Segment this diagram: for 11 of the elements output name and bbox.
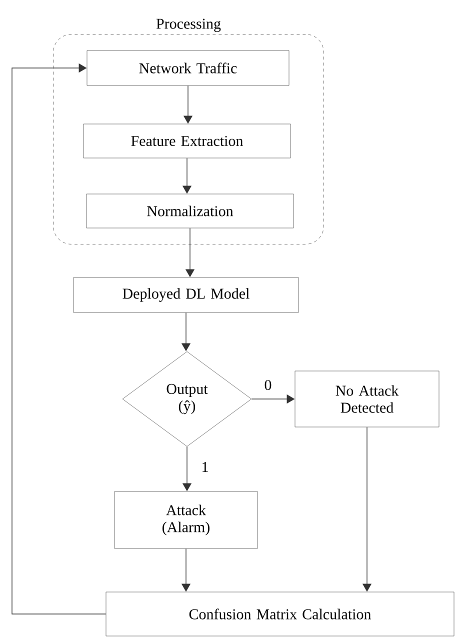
- process-box: Feature Extraction: [83, 124, 291, 158]
- process-box: Attack (Alarm): [114, 491, 258, 549]
- edge-label: 0: [263, 378, 273, 392]
- process-box: Deployed DL Model: [73, 277, 299, 313]
- edge-label: 1: [200, 461, 210, 473]
- process-box: Network Traffic: [86, 50, 290, 86]
- process-box: Normalization: [86, 194, 294, 228]
- process-box: No Attack Detected: [294, 370, 440, 428]
- process-box: Confusion Matrix Calculation: [106, 592, 454, 636]
- arrow: [12, 63, 106, 614]
- node-label: Processing: [156, 18, 221, 32]
